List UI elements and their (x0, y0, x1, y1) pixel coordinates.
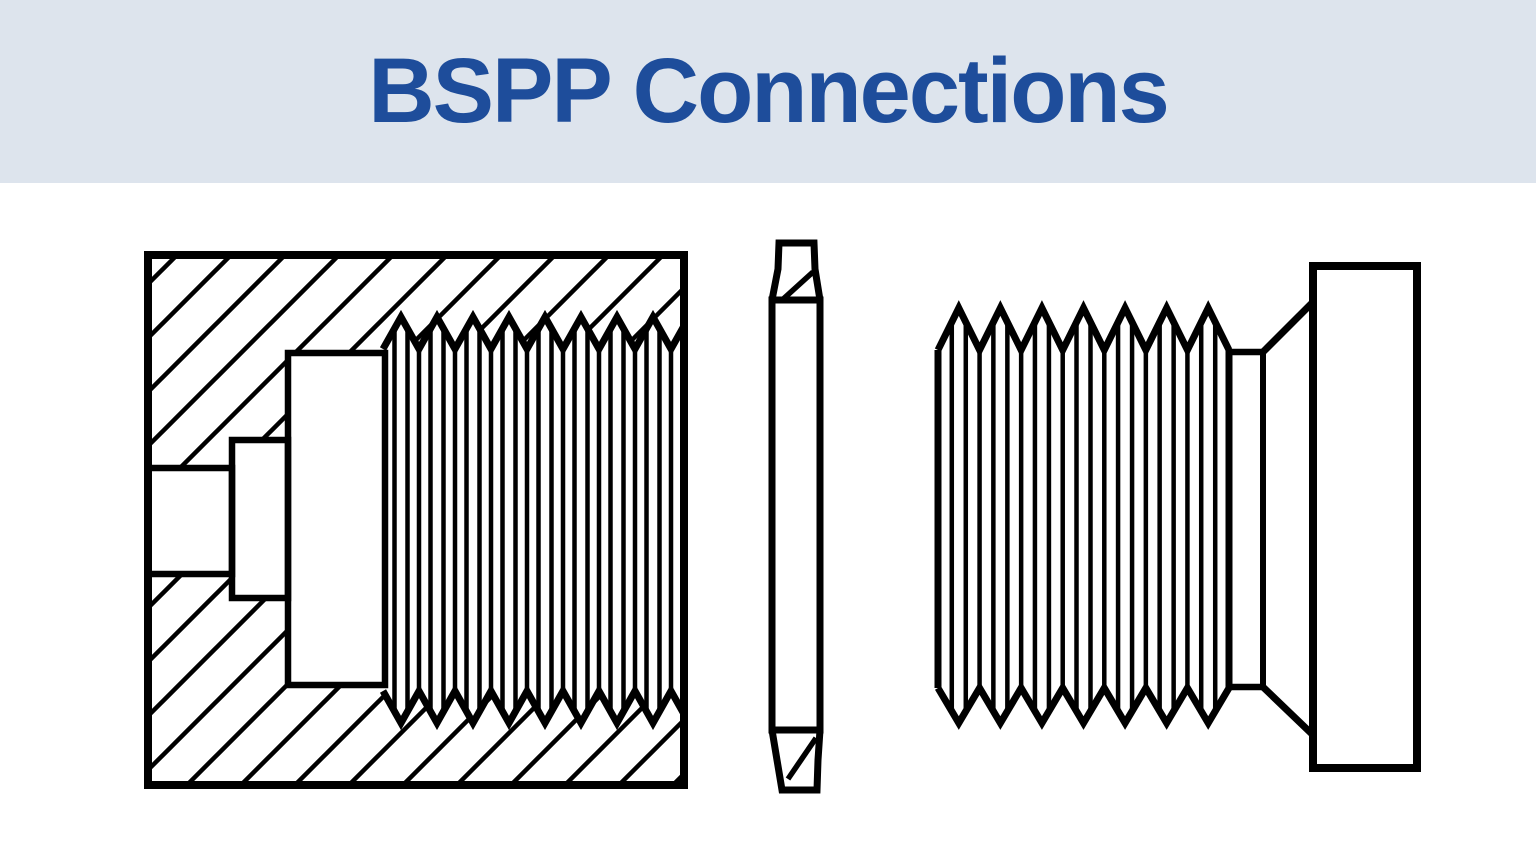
male-fitting (934, 262, 1421, 772)
page-title: BSPP Connections (368, 40, 1170, 142)
bonded-seal-washer (768, 239, 824, 794)
header-band: BSPP Connections (0, 0, 1536, 183)
female-port-cross-section (144, 251, 688, 789)
